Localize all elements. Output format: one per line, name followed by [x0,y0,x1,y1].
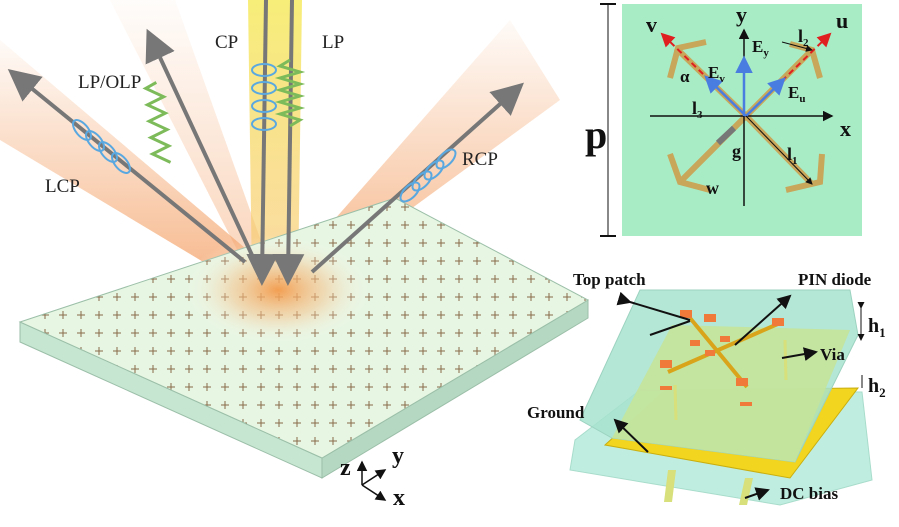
via-2 [673,384,678,421]
axis-x-label: x [393,485,405,511]
l2-label: l2 [798,26,809,49]
l3-label: l3 [692,98,703,121]
top-substrate-face [612,325,850,462]
dc-bias-pointer [744,487,770,501]
axis-z-label: z [340,455,351,481]
y-axis-label: y [736,2,747,27]
h1-label: h1 [868,315,886,340]
angle-label: α [680,67,690,86]
top-patch-pointer [649,320,691,336]
pin-diode-label: PIN diode [798,270,872,289]
coordinate-axes: z y x [340,443,405,511]
x-axis-label: x [840,116,851,141]
cp-helix-icon [251,63,277,131]
lp-wave-icon [274,58,306,128]
top-patch-cross [667,316,781,389]
ey-label: Ey [752,37,769,59]
dc-bias-line-2 [739,478,753,505]
rcp-helix-icon [399,148,457,203]
ground-label: Ground [527,403,585,422]
focal-glow [183,235,373,345]
via-label: Via [820,345,845,364]
dc-bias-label: DC bias [780,484,838,503]
rcp-label: RCP [462,149,498,170]
l2-dimension [781,41,813,52]
pin-diodes [660,310,784,406]
ev-field-arrow [704,75,747,117]
lp-olp-label: LP/OLP [78,72,141,93]
pin-diode-pointer [734,294,792,346]
gap-label: g [732,141,741,161]
eu-field-arrow [745,77,786,117]
ev-label: Ev [708,63,725,85]
l1-label: l1 [787,144,798,167]
unit-cell-panel: p v u y x Ev Ey Eu l1 l2 l3 [585,2,862,237]
lp-olp-reflected-arrow [145,28,260,269]
lcp-helix-icon [72,119,131,174]
top-patch-pointer-line [616,291,691,321]
cp-incident-arrow [246,0,279,286]
metasurface-panel: LCP LP/OLP CP LP RCP z y x [0,0,590,511]
axis-y-label: y [392,443,404,469]
v-axis-label: v [646,12,657,37]
ground-pointer [613,418,649,453]
cp-label: CP [215,32,238,53]
period-label: p [585,112,607,157]
width-label: w [706,178,719,198]
l1-dimension [745,115,813,185]
lcp-beam [0,40,265,290]
via-pointer [781,347,818,361]
u-axis-label: u [836,8,848,33]
diode-gap [715,125,737,146]
lcp-label: LCP [45,176,80,197]
lp-label: LP [322,32,344,53]
dc-bias-line-1 [664,470,676,502]
lp-olp-wave-icon [142,81,173,164]
lp-incident-arrow [272,0,305,286]
top-patch-label: Top patch [573,270,646,289]
stack-view-panel: Top patch PIN diode Via Ground DC bias h… [527,270,886,506]
via-1 [783,339,788,381]
h2-label: h2 [868,375,886,400]
eu-label: Eu [788,83,805,105]
